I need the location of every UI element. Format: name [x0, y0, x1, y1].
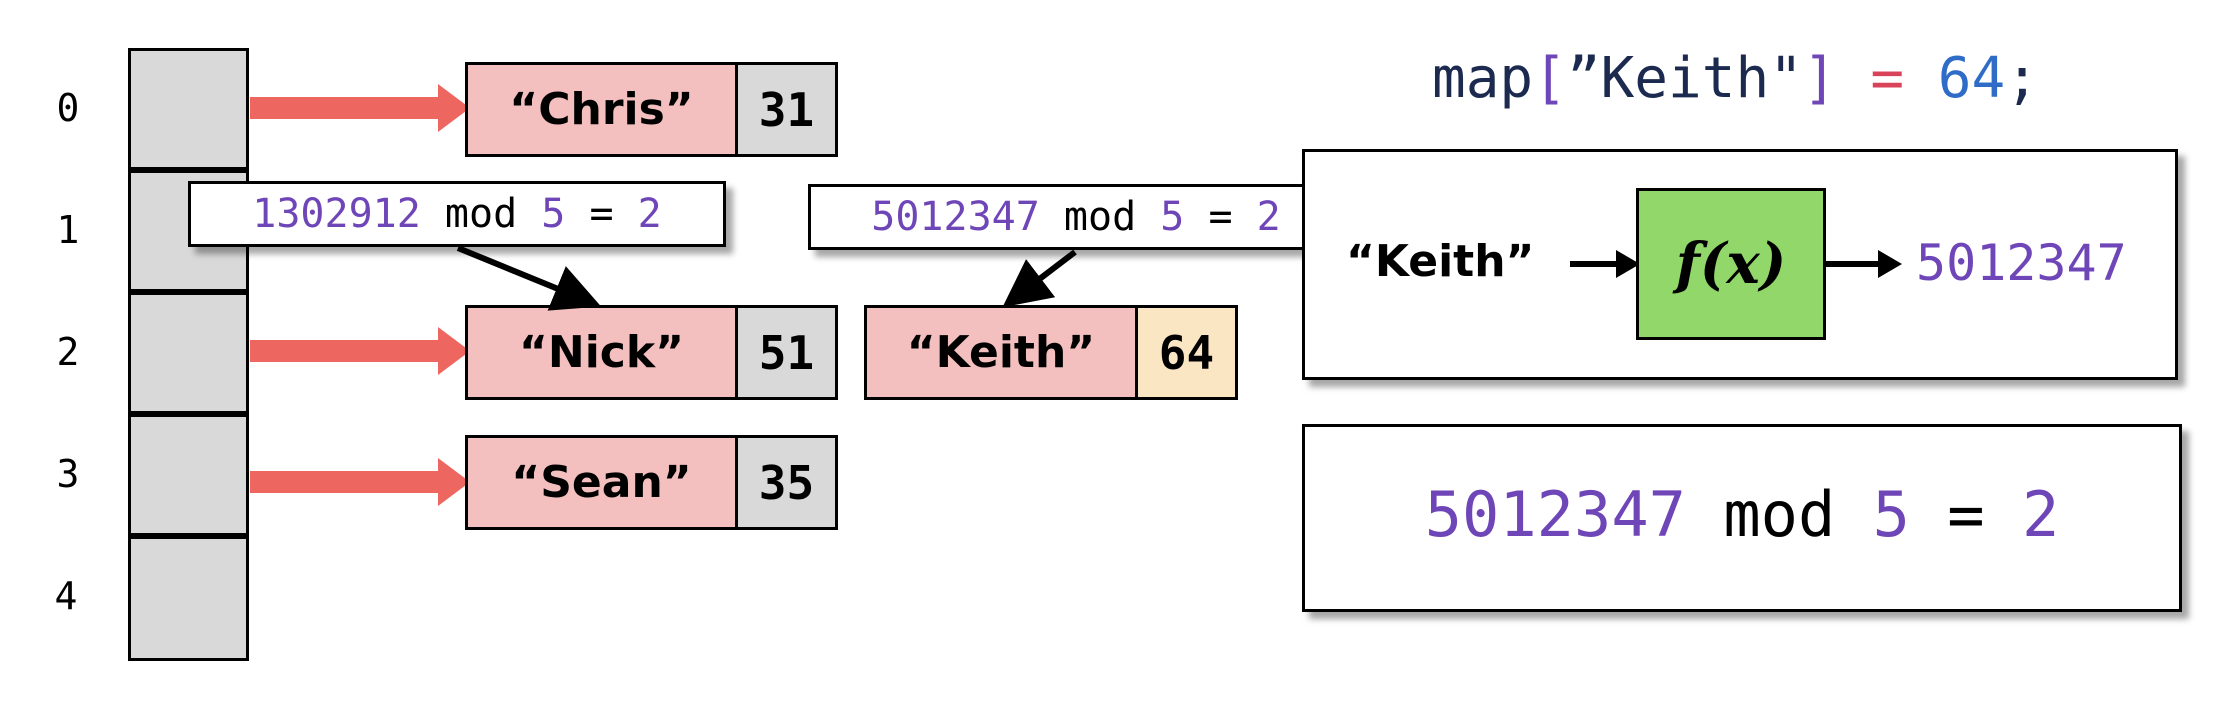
- new-node-key: “Keith”: [864, 305, 1138, 400]
- left-callout-arrow: [456, 245, 602, 311]
- hash-output-arrow: [1826, 250, 1902, 278]
- chain-node-value: 31: [738, 62, 838, 157]
- callout-result: 2: [1256, 194, 1281, 240]
- code-assign: =: [1870, 46, 1905, 111]
- bucket-3: [128, 414, 249, 536]
- bucket-index-3: 3: [56, 452, 80, 496]
- bucket-index-2: 2: [56, 330, 80, 374]
- chain-node-key: “Nick”: [465, 305, 738, 400]
- mod-operator: mod: [1723, 478, 1836, 551]
- code-value: 64: [1937, 46, 2006, 111]
- new-node-value: 64: [1138, 305, 1238, 400]
- code-open-bracket: [: [1533, 46, 1567, 111]
- bucket-0-arrow: [250, 84, 470, 132]
- callout-equals: =: [1208, 194, 1233, 240]
- code-statement: map[”Keith"] = 64;: [1432, 46, 2039, 111]
- hash-input-arrow: [1570, 250, 1640, 278]
- code-string: ”Keith": [1566, 46, 1803, 111]
- callout-hash: 1302912: [252, 191, 421, 237]
- bucket-2-arrow: [250, 327, 470, 375]
- code-semicolon: ;: [2005, 46, 2039, 111]
- bucket-2: [128, 292, 249, 414]
- callout-result: 2: [637, 191, 662, 237]
- mod-result: 2: [2021, 478, 2060, 551]
- hash-input-key: “Keith”: [1346, 236, 1535, 287]
- right-mod-callout: 5012347 mod 5 = 2: [808, 184, 1344, 250]
- bucket-index-1: 1: [56, 208, 80, 252]
- bucket-index-0: 0: [56, 86, 80, 130]
- mod-divisor: 5: [1872, 478, 1910, 551]
- left-mod-callout: 1302912 mod 5 = 2: [188, 181, 726, 247]
- callout-divisor: 5: [1160, 194, 1185, 240]
- chain-node-key: “Sean”: [465, 435, 738, 530]
- right-callout-arrow: [1002, 249, 1077, 308]
- chain-node-key: “Chris”: [465, 62, 738, 157]
- callout-hash: 5012347: [871, 194, 1040, 240]
- callout-equals: =: [589, 191, 614, 237]
- mod-panel: [1302, 424, 2182, 612]
- callout-mod: mod: [444, 191, 518, 237]
- mod-equals: =: [1947, 478, 1985, 551]
- bucket-index-4: 4: [54, 574, 78, 618]
- chain-node-value: 51: [738, 305, 838, 400]
- bucket-3-arrow: [250, 458, 470, 506]
- mod-expression: 5012347 mod 5 = 2: [1302, 478, 2182, 551]
- callout-divisor: 5: [541, 191, 566, 237]
- bucket-0: [128, 48, 249, 170]
- hash-output-value: 5012347: [1916, 234, 2127, 292]
- hash-function-box: f(x): [1636, 188, 1826, 340]
- code-identifier: map: [1432, 46, 1534, 111]
- mod-hash: 5012347: [1424, 478, 1686, 551]
- code-close-bracket: ]: [1802, 46, 1837, 111]
- chain-node-value: 35: [738, 435, 838, 530]
- callout-mod: mod: [1063, 194, 1137, 240]
- bucket-4: [128, 536, 249, 661]
